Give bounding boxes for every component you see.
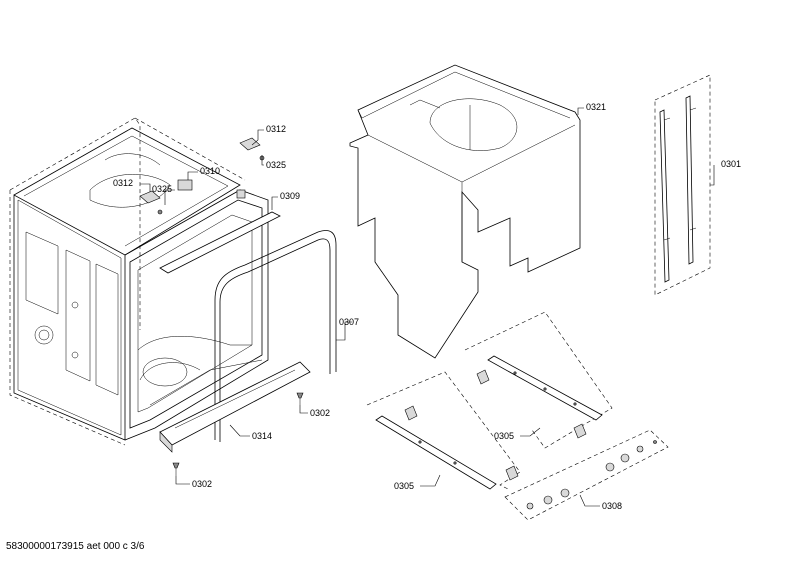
label-0314: 0314 [252, 431, 272, 441]
label-0310: 0310 [200, 166, 220, 176]
part-labels: 0312 0325 0312 0310 0325 0309 0321 0301 … [113, 102, 741, 511]
side-strips [654, 74, 711, 296]
screw-bottom [172, 462, 180, 476]
rail-lower [366, 371, 521, 491]
label-0305-upper: 0305 [494, 431, 514, 441]
label-0305-lower: 0305 [394, 481, 414, 491]
document-footer: 58300000173915 aet 000 c 3/6 [6, 541, 145, 552]
rail-upper [464, 311, 613, 449]
label-0308: 0308 [602, 501, 622, 511]
label-0312-top: 0312 [266, 124, 286, 134]
label-0302-right: 0302 [310, 408, 330, 418]
insulation-cover [349, 64, 581, 359]
label-0325-left: 0325 [152, 184, 172, 194]
label-0309: 0309 [280, 191, 300, 201]
tub-frame-assembly [9, 117, 281, 446]
label-0312-left: 0312 [113, 178, 133, 188]
screw-right [296, 392, 304, 405]
leader-lines [140, 107, 715, 507]
label-0301: 0301 [721, 159, 741, 169]
label-0307: 0307 [339, 317, 359, 327]
door-seal [214, 230, 337, 442]
small-parts-set [504, 429, 669, 521]
label-0325-top: 0325 [266, 160, 286, 170]
label-0302-bottom: 0302 [192, 479, 212, 489]
label-0321: 0321 [586, 102, 606, 112]
bottom-trim [159, 361, 311, 453]
